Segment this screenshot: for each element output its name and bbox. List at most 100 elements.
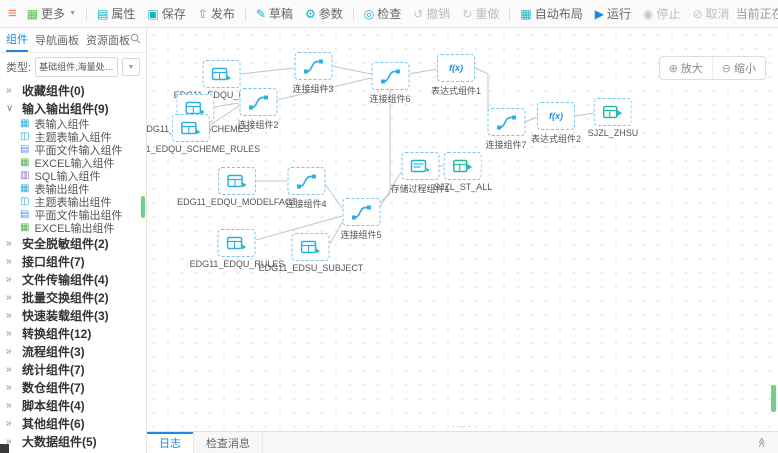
zoom-out-icon: ⊖ [721, 62, 731, 75]
flow-node[interactable]: SJZL_ZHSU [588, 98, 638, 138]
component-category[interactable]: »统计组件(7) [0, 360, 146, 378]
flow-node[interactable]: EDG11_EDQU_RULES [190, 229, 284, 269]
node-link-icon [486, 108, 525, 136]
flow-edge [276, 77, 372, 101]
flow-node[interactable]: 连接组件7 [485, 108, 527, 151]
chevron-collapsed-icon: » [6, 237, 12, 249]
flow-node[interactable]: 连接组件4 [285, 167, 327, 210]
component-item[interactable]: ▤平面文件输出组件 [0, 208, 146, 222]
node-label: EDG11_EDSU_SUBJECT [258, 263, 364, 273]
toolbar-button-auto-layout[interactable]: ▦自动布局 [514, 5, 588, 22]
node-label: 连接组件2 [237, 120, 279, 130]
component-category[interactable]: »其他组件(6) [0, 414, 146, 432]
toolbar-button-undo[interactable]: ↺撤销 [407, 5, 456, 22]
toolbar-button-run[interactable]: ▶运行 [589, 5, 637, 22]
flow-canvas[interactable]: EDG11_EDQU_MODEL 连接组件3 连接组件2EDG11_EDQU_SCH… [147, 28, 778, 431]
component-item-label: SQL输入组件 [34, 170, 101, 183]
bottom-tab-log[interactable]: 日志 [147, 432, 194, 453]
toolbar-items: ▦更多▼ ▤属性▣保存⇧发布 ✎草稿⚙参数 ◎检查↺撤销↻重做 ▦自动布局▶运行◉停止⊘… [21, 5, 736, 22]
component-category[interactable]: ∨输入输出组件(9) [0, 99, 146, 117]
bottom-tab-check-messages[interactable]: 检查消息 [194, 432, 263, 453]
flow-node[interactable]: f(x)表达式组件1 [431, 54, 481, 97]
category-label: 接口组件(7) [22, 254, 85, 269]
component-item[interactable]: ▦EXCEL输入组件 [0, 156, 146, 170]
flow-edge [213, 102, 240, 108]
flow-node[interactable]: 存储过程组件1 [390, 152, 450, 195]
sidebar-tab-nav-board[interactable]: 导航画板 [35, 35, 79, 47]
flow-edge [324, 183, 343, 209]
flow-node[interactable]: EDG11_EDQU_MODELFACT [177, 167, 297, 207]
canvas-scrollbar-thumb[interactable] [771, 385, 776, 412]
component-category[interactable]: »脚本组件(4) [0, 396, 146, 414]
toolbar-button-properties[interactable]: ▤属性 [91, 5, 141, 22]
component-item[interactable]: ▥SQL输入组件 [0, 169, 146, 183]
component-category[interactable]: »收藏组件(0) [0, 81, 146, 99]
node-label: 连接组件7 [485, 140, 527, 150]
flow-node[interactable]: 连接组件5 [340, 198, 382, 241]
toolbar-button-redo[interactable]: ↻重做 [456, 5, 505, 22]
main-toolbar: ≡ ▦更多▼ ▤属性▣保存⇧发布 ✎草稿⚙参数 ◎检查↺撤销↻重做 ▦自动布局▶运行◉停… [0, 0, 778, 28]
sidebar-tab-resource-panel[interactable]: 资源面板 [86, 35, 130, 47]
component-item-icon: ▦ [20, 221, 30, 233]
flow-node[interactable]: EDG11_EDQU_SCHEME_RULES [147, 114, 260, 154]
component-category[interactable]: »批量交换组件(2) [0, 288, 146, 306]
component-category[interactable]: »安全脱敏组件(2) [0, 234, 146, 252]
component-category[interactable]: »大数据组件(5) [0, 432, 146, 450]
node-table_in-icon [203, 60, 241, 88]
flow-edge [255, 215, 343, 241]
node-label: 表达式组件2 [530, 134, 582, 144]
toolbar-button-params[interactable]: ⚙参数 [299, 5, 349, 22]
component-item[interactable]: ▦表输入组件 [0, 117, 146, 131]
toolbar-button-more[interactable]: ▦更多▼ [21, 5, 82, 22]
toolbar-button-publish[interactable]: ⇧发布 [192, 5, 241, 22]
component-item-label: 平面文件输入组件 [34, 144, 123, 157]
flow-node[interactable]: 连接组件2 [237, 88, 279, 131]
run-icon: ▶ [594, 6, 604, 21]
flow-node[interactable]: f(x)表达式组件2 [531, 102, 581, 145]
expand-panel-icon[interactable]: ≪ [755, 437, 767, 448]
bottom-left-toggle[interactable] [0, 444, 9, 453]
component-item-icon: ▦ [20, 182, 30, 194]
category-label: 转换组件(12) [22, 326, 92, 341]
component-category[interactable]: »文件传输组件(4) [0, 270, 146, 288]
menu-icon[interactable]: ≡ [8, 5, 17, 22]
component-item[interactable]: ▦EXCEL输出组件 [0, 221, 146, 235]
flow-node[interactable]: EDG11_EDSU_SUBJECT [258, 233, 364, 273]
flow-node[interactable]: 连接组件6 [369, 62, 411, 105]
component-item[interactable]: ◫主题表输出组件 [0, 195, 146, 209]
component-item-icon: ▤ [20, 208, 30, 220]
component-item[interactable]: ◫主题表输入组件 [0, 130, 146, 144]
zoom-out-button[interactable]: ⊖ 缩小 [711, 57, 765, 79]
sidebar-tab-components[interactable]: 组件 [6, 28, 28, 52]
component-category[interactable]: »接口组件(7) [0, 252, 146, 270]
category-label: 收藏组件(0) [22, 83, 85, 98]
flow-node[interactable]: EDG11_EDQU_MODEL [174, 60, 270, 100]
toolbar-separator [244, 6, 246, 21]
toolbar-button-stop[interactable]: ◉停止 [637, 5, 687, 22]
category-label: 脚本组件(4) [22, 398, 85, 413]
component-item-icon: ◫ [20, 130, 30, 142]
component-item[interactable]: ▦表输出组件 [0, 182, 146, 196]
status-text: 当前正在进行交换任务配置 [736, 5, 778, 22]
toolbar-button-save[interactable]: ▣保存 [141, 5, 191, 22]
toolbar-button-draft[interactable]: ✎草稿 [250, 5, 299, 22]
flow-node[interactable]: SJZL_ST_ALL [434, 152, 492, 192]
toolbar-button-cancel[interactable]: ⊘取消 [686, 5, 735, 22]
component-category[interactable]: »流程组件(3) [0, 342, 146, 360]
node-label: 连接组件4 [285, 199, 327, 209]
flow-edge [377, 90, 391, 205]
auto-layout-icon: ▦ [520, 6, 532, 21]
zoom-in-button[interactable]: ⊕ 放大 [660, 57, 712, 79]
panel-resize-handle[interactable]: ···· [451, 421, 474, 432]
type-filter-caret-button[interactable]: ▼ [122, 58, 140, 76]
flow-node[interactable]: 连接组件3 [292, 52, 334, 95]
component-category[interactable]: »数仓组件(7) [0, 378, 146, 396]
node-table_in-icon [171, 114, 210, 142]
component-category[interactable]: »转换组件(12) [0, 324, 146, 342]
component-item[interactable]: ▤平面文件输入组件 [0, 143, 146, 157]
component-category[interactable]: »快速装载组件(3) [0, 306, 146, 324]
sidebar-scrollbar-thumb[interactable] [141, 196, 145, 218]
type-filter-select[interactable]: 基础组件,海量处理组件,交换组件 [35, 57, 118, 77]
toolbar-button-check[interactable]: ◎检查 [358, 5, 408, 22]
search-icon[interactable] [130, 33, 141, 47]
